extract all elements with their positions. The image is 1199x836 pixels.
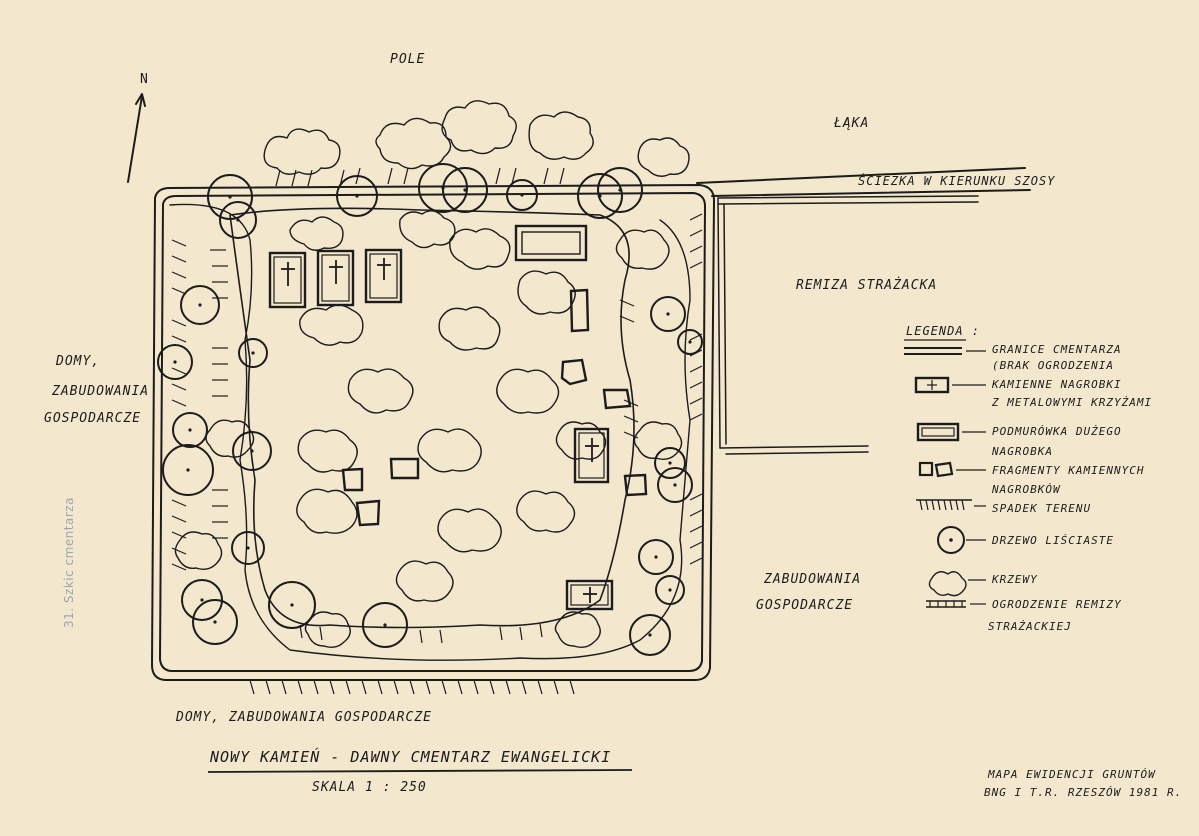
label-farm-buildings-2: GOSPODARCZE [756, 598, 854, 613]
legend-symbol-details [919, 350, 986, 607]
legend-item-3-line1: PODMURÓWKA DUŻEGO [992, 425, 1122, 438]
cemetery-boundary-inner [159, 192, 706, 672]
label-field: POLE [390, 52, 426, 67]
legend-item-8-line2: STRAŻACKIEJ [988, 620, 1072, 633]
tree-center-dots [173, 186, 692, 637]
legend-item-3-line2: NAGROBKA [992, 445, 1053, 458]
label-houses-left-2: ZABUDOWANIA [52, 384, 150, 399]
legend-title: LEGENDA : [906, 324, 981, 338]
fire-station-fence [717, 195, 979, 455]
north-arrow-icon [127, 95, 143, 183]
deciduous-trees [157, 163, 703, 656]
metal-crosses [281, 258, 599, 603]
label-fire-station: REMIZA STRAŻACKA [796, 278, 938, 293]
stone-gravestones [268, 224, 614, 611]
map-scale: SKALA 1 : 250 [312, 780, 427, 795]
label-farm-buildings-1: ZABUDOWANIA [764, 572, 862, 587]
label-houses-left-3: GOSPODARCZE [44, 411, 142, 426]
legend-tree-dot [949, 538, 953, 542]
label-path-to-road: ŚCIEŻKA W KIERUNKU SZOSY [858, 174, 1056, 188]
legend-item-4-line1: FRAGMENTY KAMIENNYCH [992, 464, 1145, 477]
path-line-upper [696, 167, 1026, 184]
legend-item-1-line2: (BRAK OGRODZENIA [992, 359, 1114, 372]
legend-item-2-line2: Z METALOWYMI KRZYŻAMI [992, 396, 1153, 409]
legend-item-8-line1: OGRODZENIE REMIZY [992, 598, 1122, 611]
label-north: N [140, 72, 149, 87]
slope-inner-line [229, 207, 635, 629]
label-houses-left-1: DOMY, [56, 354, 101, 369]
label-meadow: ŁĄKA [834, 116, 870, 131]
label-houses-bottom: DOMY, ZABUDOWANIA GOSPODARCZE [176, 710, 432, 725]
legend-item-1-line1: GRANICE CMENTARZA [992, 343, 1122, 356]
legend-symbols [904, 347, 972, 608]
legend-item-5-line1: SPADEK TERENU [992, 502, 1092, 515]
title-underline [207, 769, 633, 773]
side-caption: 31. Szkic cmentarza [62, 497, 76, 628]
credit-line-2: BNG I T.R. RZESZÓW 1981 r. [984, 786, 1183, 799]
shrubs-group [174, 100, 690, 649]
legend-item-6-line1: DRZEWO LIŚCIASTE [992, 534, 1114, 547]
map-title: NOWY KAMIEŃ - DAWNY CMENTARZ EWANGELICKI [210, 748, 612, 766]
credit-line-1: MAPA EWIDENCJI GRUNTÓW [988, 768, 1156, 781]
legend-item-7-line1: KRZEWY [992, 573, 1038, 586]
legend-item-4-line2: NAGROBKÓW [992, 483, 1061, 496]
north-arrow-head-icon [135, 93, 146, 107]
path-line-lower [711, 189, 1031, 197]
cemetery-boundary-outer [151, 184, 715, 681]
legend-item-2-line1: KAMIENNE NAGROBKI [992, 378, 1122, 391]
gravestone-fragments [341, 288, 648, 527]
slope-outer-line [169, 203, 691, 661]
